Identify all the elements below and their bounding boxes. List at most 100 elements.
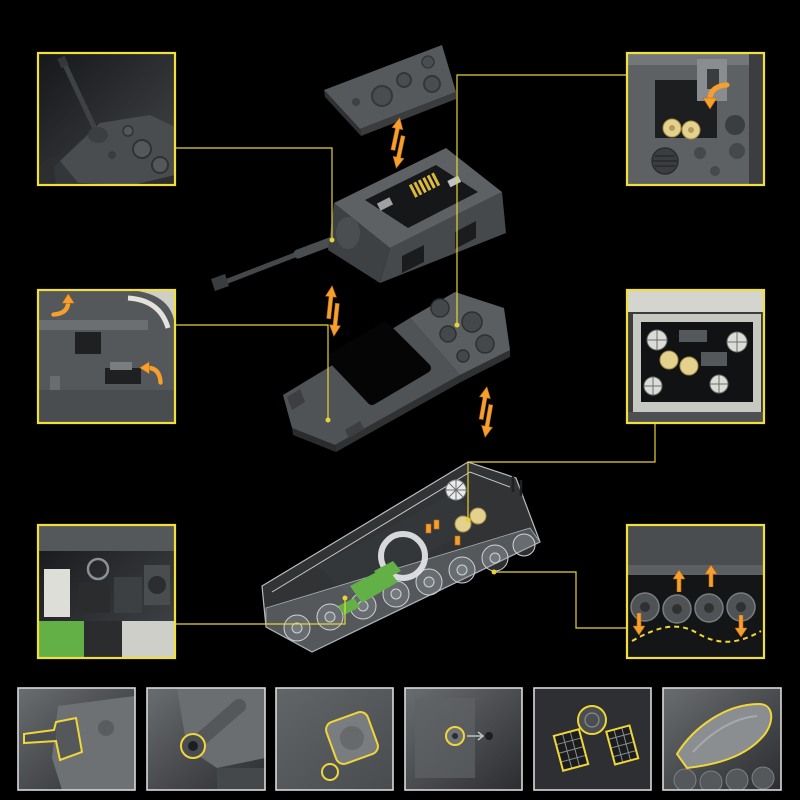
highlight-outline <box>180 733 206 759</box>
highlight-outline <box>675 702 773 770</box>
stud <box>50 376 60 390</box>
hatch-slot <box>105 368 141 384</box>
turret-front <box>54 161 78 185</box>
plate-tab <box>287 389 305 410</box>
thumbnail-gun-mantlet <box>17 687 136 791</box>
engine-grille <box>456 349 470 363</box>
leader-dot <box>454 322 460 328</box>
shell <box>431 172 441 187</box>
roof-stud <box>352 98 360 106</box>
fan-blades <box>446 480 466 500</box>
shell <box>422 177 432 191</box>
engine-grille <box>430 298 450 318</box>
roof-hatch <box>371 85 393 107</box>
callout-border <box>625 288 766 425</box>
engine-grille <box>439 325 457 343</box>
thumbnail-turret-ring <box>275 687 394 791</box>
engine-grille <box>475 334 495 354</box>
leader-dot <box>329 237 335 243</box>
hull-side <box>627 525 764 569</box>
hull-plate-edge <box>335 375 461 452</box>
grille-lines <box>653 155 677 167</box>
callout-crew-compartment <box>36 523 177 660</box>
gun-barrel <box>217 250 303 287</box>
leader-dot <box>325 417 331 423</box>
callout-suspension <box>625 523 766 660</box>
engine-detail <box>425 523 432 534</box>
gearbox-gear <box>469 507 487 525</box>
gun-mantlet <box>54 718 82 760</box>
curved-track-guard <box>130 290 175 330</box>
interior-panel <box>447 175 462 188</box>
interior-bracket <box>376 197 394 211</box>
fan-cover <box>579 707 605 733</box>
gear-hub <box>688 127 694 133</box>
thumbnail-pivot <box>404 687 523 791</box>
engine-gear <box>659 350 679 370</box>
callout-turret-gun <box>36 51 177 187</box>
grille-left <box>552 728 590 772</box>
hull-glacis <box>677 704 772 768</box>
wheel-hubs <box>640 602 746 614</box>
roof-hatch-2 <box>423 75 441 93</box>
chassis-deck-line <box>271 471 511 593</box>
gun-mantlet <box>336 217 360 249</box>
fender <box>627 565 764 575</box>
turret <box>211 148 506 291</box>
leader-line-engine-bay <box>467 423 656 520</box>
grille-mesh <box>608 727 637 763</box>
thumbnail-border <box>662 687 782 791</box>
road-wheel <box>673 768 697 790</box>
shell <box>413 181 423 196</box>
highlight-outline <box>552 728 590 772</box>
grille-mesh <box>555 731 587 769</box>
thumbnail-hull-glacis <box>662 687 782 791</box>
road-wheel <box>415 568 443 596</box>
green-floor <box>38 621 84 658</box>
hull-wall <box>38 525 175 551</box>
grille-right <box>605 724 640 766</box>
thumbnail-strip <box>17 687 782 791</box>
road-wheel <box>283 614 311 642</box>
hull-chassis <box>261 461 541 653</box>
pivot-arrow <box>467 731 485 741</box>
highlight-outline <box>445 726 465 746</box>
leader-line-suspension <box>494 571 627 629</box>
pivot-part <box>485 732 493 740</box>
deck-panel <box>38 320 148 330</box>
white-panel <box>44 569 70 617</box>
side-recess <box>402 245 424 273</box>
thumbnail-border <box>533 687 652 791</box>
wheel-hub <box>324 611 336 623</box>
bay-floor <box>627 412 764 423</box>
chassis-interior <box>318 494 484 596</box>
hull-panel <box>217 768 265 790</box>
callout-border <box>36 523 177 660</box>
hull-plate-edge <box>460 350 510 382</box>
wheel-hub <box>672 604 682 614</box>
plate-tab <box>345 421 364 438</box>
muzzle-brake <box>211 274 229 291</box>
roof-periscope <box>396 72 412 88</box>
wheel-hub <box>640 602 650 612</box>
wheel-hub <box>357 600 369 612</box>
road-wheel <box>699 770 723 790</box>
muzzle-brake <box>57 55 69 69</box>
turret-ring-opening <box>327 322 431 405</box>
gun-barrel <box>63 64 99 134</box>
radiator-block <box>679 330 707 342</box>
hull-side <box>749 53 764 185</box>
callout-border <box>36 51 177 187</box>
callout-border <box>625 523 766 660</box>
leader-line-engine-hatch <box>456 74 627 325</box>
thumbnail-border <box>146 687 266 791</box>
road-wheel <box>725 768 749 790</box>
glacis-ridge <box>692 715 758 753</box>
leader-dot <box>465 517 471 523</box>
floor-divider <box>84 621 122 658</box>
highlight-outline <box>605 724 640 766</box>
pivot-stud <box>323 765 337 779</box>
roof-vent <box>421 55 435 69</box>
engine-detail <box>454 535 461 546</box>
deck-hatch <box>729 143 745 159</box>
